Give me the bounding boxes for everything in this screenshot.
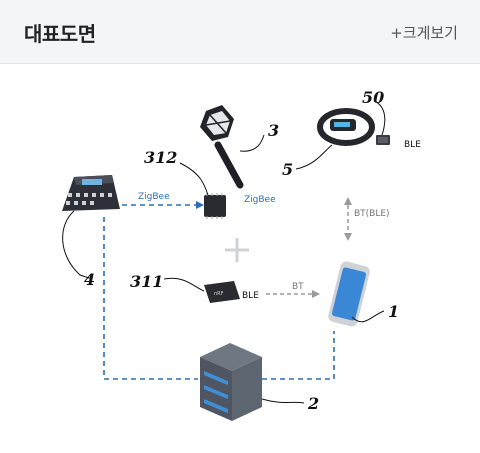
ble-chip-icon: nRF	[204, 281, 240, 303]
header: 대표도면 +크게보기	[0, 0, 480, 64]
ref-numeral-ble-chip: 311	[130, 272, 163, 291]
ref-numeral-light-stick: 3	[268, 121, 279, 140]
svg-text:nRF: nRF	[214, 291, 224, 297]
zigbee-chip-icon	[204, 193, 226, 219]
smartphone-icon	[328, 261, 370, 327]
bt-ble-arrow-up	[344, 197, 352, 205]
ref-numeral-smartphone: 1	[388, 302, 399, 321]
controller-console-icon	[62, 175, 120, 211]
ble-module-label: BLE	[242, 291, 259, 301]
representative-drawing[interactable]: nRF Z	[0, 65, 480, 449]
ref-numeral-zigbee-chip: 312	[144, 148, 177, 167]
expand-button[interactable]: +크게보기	[390, 24, 458, 42]
zigbee-link-label: ZigBee	[138, 192, 170, 202]
ref-numeral-server: 2	[307, 394, 319, 413]
ref-numeral-ble-tag: 50	[362, 88, 384, 107]
zigbee-connections	[103, 204, 335, 380]
light-stick-icon	[200, 105, 244, 189]
ref-numeral-wristband: 5	[282, 160, 293, 179]
wristband-icon	[317, 108, 375, 146]
server-icon	[200, 343, 262, 421]
zigbee-device-label: ZigBee	[244, 195, 276, 205]
page-title: 대표도면	[24, 22, 96, 46]
leader-lines	[62, 100, 386, 404]
bt-link-label: BT	[292, 282, 304, 292]
bt-ble-arrow-down	[344, 233, 352, 241]
ble-tag-label: BLE	[404, 140, 421, 150]
zigbee-arrow-head	[196, 201, 204, 209]
ref-numeral-controller: 4	[84, 270, 95, 289]
bt-arrow-head	[312, 290, 320, 298]
ble-tag-icon	[376, 135, 390, 145]
bt-arrow	[266, 205, 349, 295]
drawing-canvas: nRF Z	[62, 88, 421, 421]
plus-icon	[225, 238, 249, 262]
bt-ble-link-label: BT(BLE)	[354, 209, 390, 219]
